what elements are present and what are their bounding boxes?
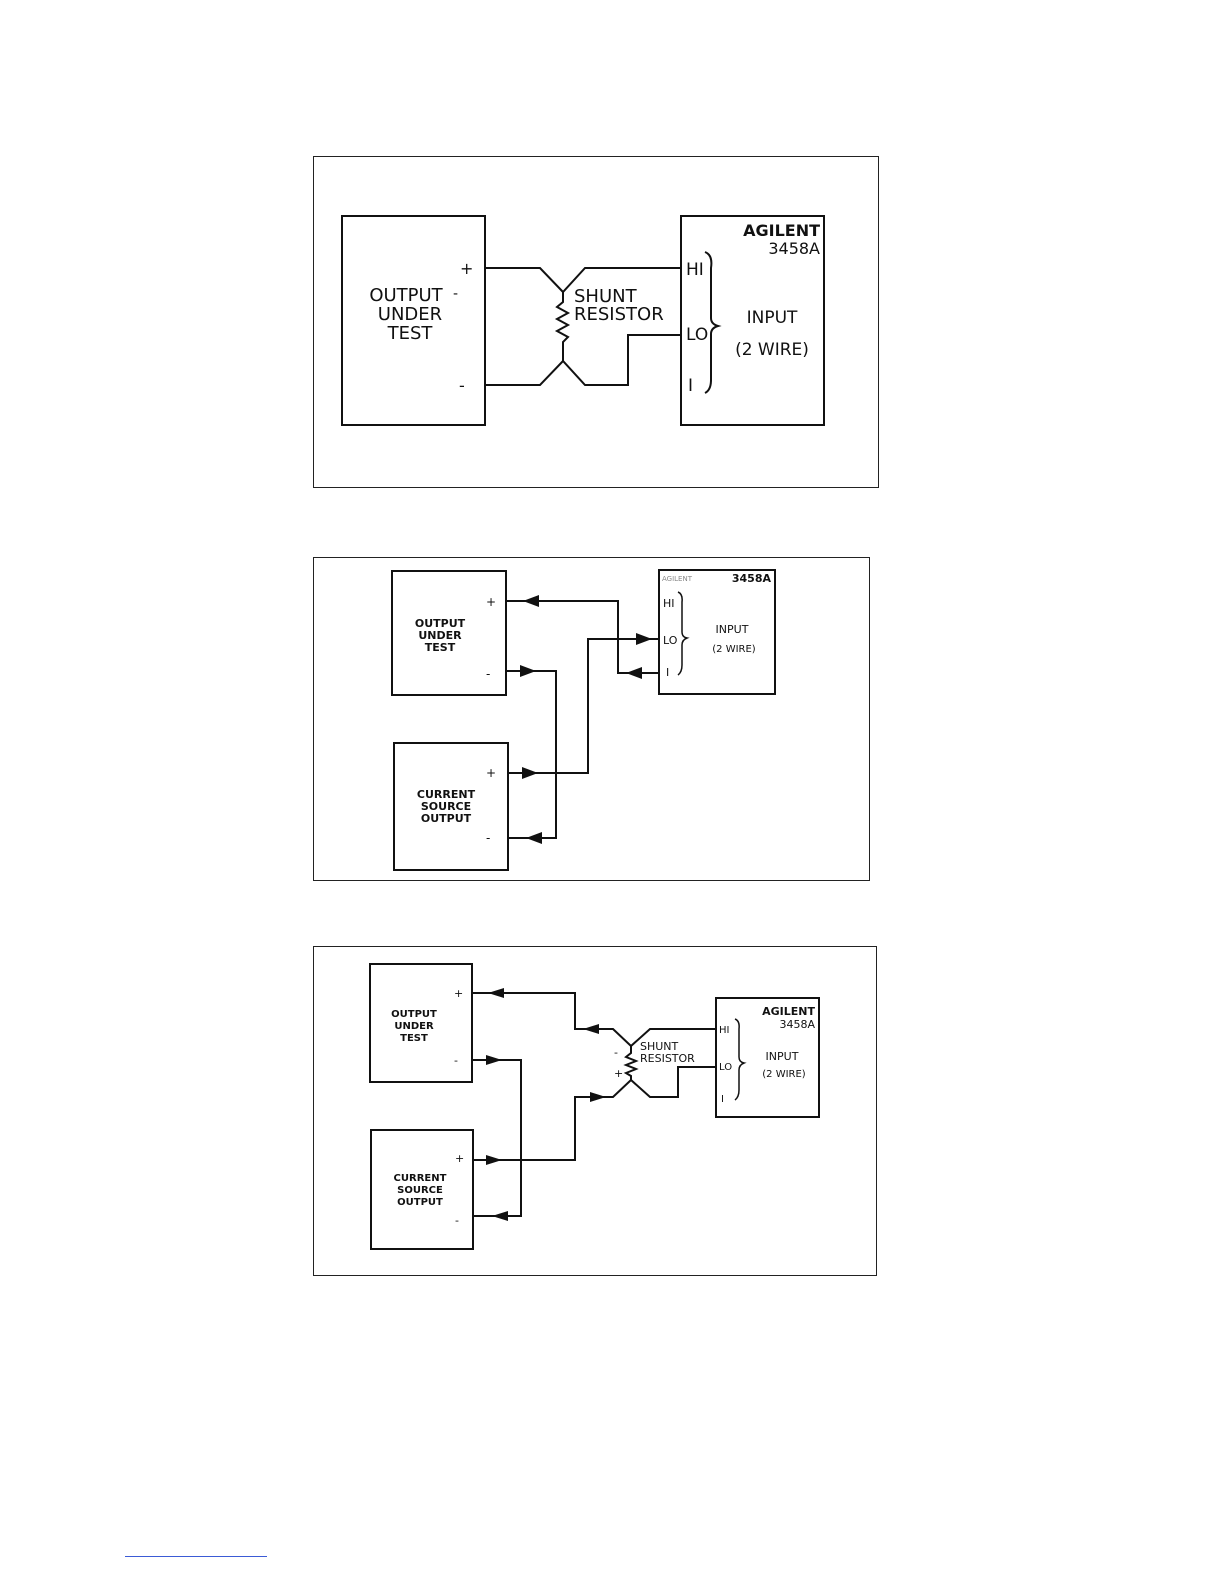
arrow-source-plus	[486, 1155, 502, 1165]
lo-terminal: LO	[719, 1062, 732, 1073]
source-minus-terminal: -	[455, 1214, 459, 1227]
meter-brand: AGILENT	[762, 1005, 815, 1018]
arrow-dut-minus	[486, 1055, 502, 1065]
arrow-dut-plus	[488, 988, 504, 998]
dut-minus-terminal: -	[454, 1054, 458, 1067]
source-label-line-1: CURRENT	[394, 1173, 447, 1184]
dut-label-line-1: OUTPUT	[391, 1009, 437, 1020]
i-terminal: I	[721, 1094, 724, 1105]
source-label-line-2: SOURCE	[397, 1185, 443, 1196]
meter-model: 3458A	[779, 1018, 815, 1031]
shunt-resistor-symbol	[626, 1046, 636, 1080]
shunt-minus-mark: -	[614, 1046, 618, 1059]
arrow-shunt-plus	[590, 1092, 606, 1102]
arrow-shunt-minus	[583, 1024, 599, 1034]
source-plus-terminal: +	[455, 1152, 464, 1165]
input-wire-label: (2 WIRE)	[762, 1069, 806, 1080]
wire-dut-minus-to-source-minus	[472, 1060, 521, 1216]
dut-label-line-3: TEST	[400, 1033, 428, 1044]
dut-label-line-2: UNDER	[394, 1021, 434, 1032]
shunt-label-line-2: RESISTOR	[640, 1052, 695, 1065]
arrow-source-minus	[492, 1211, 508, 1221]
shunt-plus-mark: +	[614, 1067, 623, 1080]
footnote-rule	[125, 1556, 267, 1557]
hi-terminal: HI	[719, 1025, 729, 1036]
wire-dut-plus-to-hi	[472, 993, 716, 1046]
wire-source-plus-to-lo	[473, 1067, 716, 1160]
dut-plus-terminal: +	[454, 987, 463, 1000]
input-label: INPUT	[766, 1050, 799, 1063]
source-label-line-3: OUTPUT	[397, 1197, 443, 1208]
